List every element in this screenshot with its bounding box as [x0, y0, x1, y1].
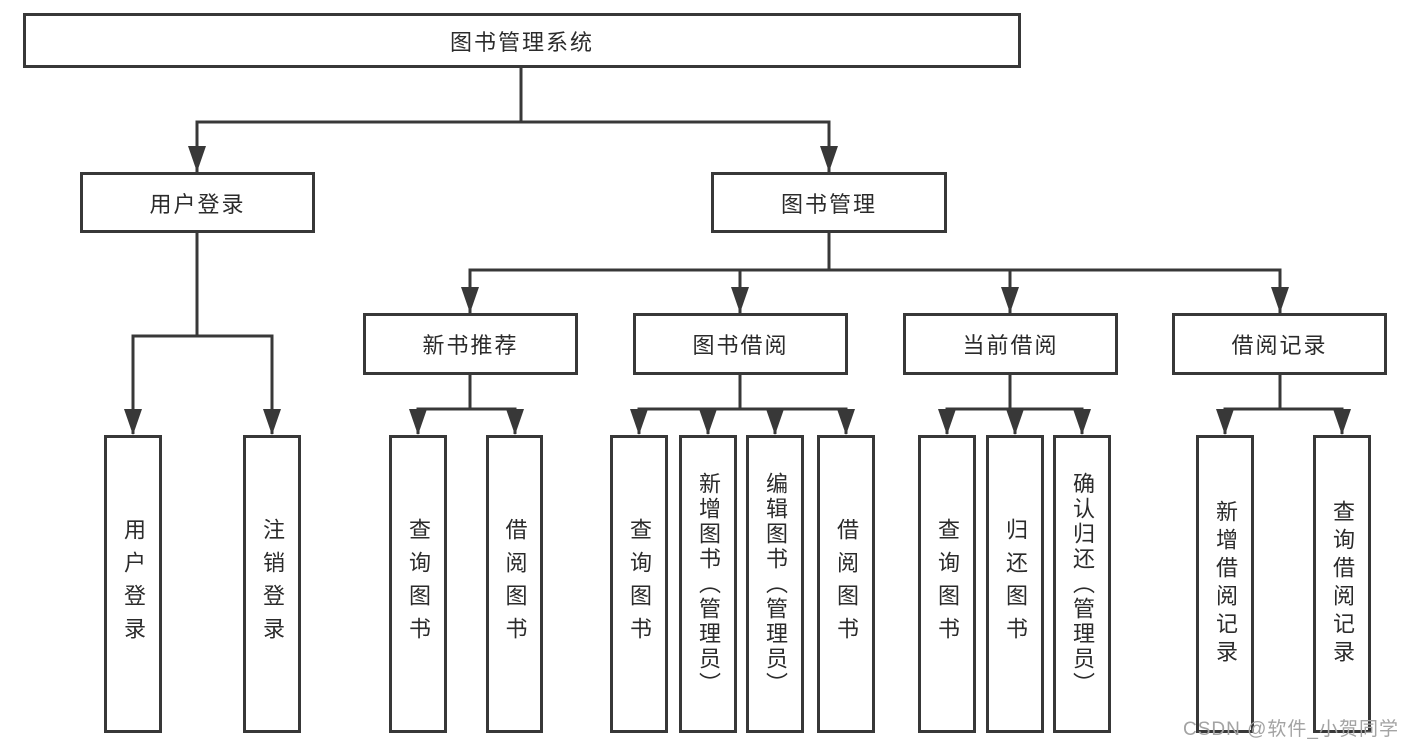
- arrowhead-icon: [630, 409, 648, 435]
- arrowhead-icon: [699, 409, 717, 435]
- arrowhead-icon: [188, 146, 206, 172]
- node-current-borrowing: 当前借阅: [903, 313, 1118, 375]
- node-new-book-recommend: 新书推荐: [363, 313, 578, 375]
- arrowhead-icon: [1073, 409, 1091, 435]
- arrowhead-icon: [409, 409, 427, 435]
- node-book-borrowing: 图书借阅: [633, 313, 848, 375]
- leaf-add-books-admin: 新增图书（管理员）: [679, 435, 737, 733]
- arrowhead-icon: [1271, 287, 1289, 313]
- leaf-user-login: 用户登录: [104, 435, 162, 733]
- arrowhead-icon: [766, 409, 784, 435]
- arrowhead-icon: [263, 409, 281, 435]
- leaf-query-books-recommend: 查询图书: [389, 435, 447, 733]
- leaf-borrow-books-recommend: 借阅图书: [486, 435, 543, 733]
- arrowheads: [124, 146, 1351, 435]
- arrowhead-icon: [1333, 409, 1351, 435]
- node-user-login: 用户登录: [80, 172, 315, 233]
- leaf-confirm-return-admin: 确认归还（管理员）: [1053, 435, 1111, 733]
- leaf-query-books-current: 查询图书: [918, 435, 976, 733]
- node-book-management: 图书管理: [711, 172, 947, 233]
- leaf-query-borrow-record: 查询借阅记录: [1313, 435, 1371, 733]
- arrowhead-icon: [506, 409, 524, 435]
- arrowhead-icon: [938, 409, 956, 435]
- leaf-return-books: 归还图书: [986, 435, 1044, 733]
- arrowhead-icon: [1001, 287, 1019, 313]
- leaf-logout: 注销登录: [243, 435, 301, 733]
- leaf-edit-books-admin: 编辑图书（管理员）: [746, 435, 804, 733]
- arrowhead-icon: [820, 146, 838, 172]
- arrowhead-icon: [731, 287, 749, 313]
- leaf-borrow-books: 借阅图书: [817, 435, 875, 733]
- arrowhead-icon: [461, 287, 479, 313]
- leaf-query-books-borrow: 查询图书: [610, 435, 668, 733]
- arrowhead-icon: [1216, 409, 1234, 435]
- arrowhead-icon: [124, 409, 142, 435]
- tree-connectors: [131, 68, 1344, 434]
- arrowhead-icon: [837, 409, 855, 435]
- arrowhead-icon: [1006, 409, 1024, 435]
- node-library-system-root: 图书管理系统: [23, 13, 1021, 68]
- node-borrowing-records: 借阅记录: [1172, 313, 1387, 375]
- leaf-add-borrow-record: 新增借阅记录: [1196, 435, 1254, 733]
- csdn-watermark: CSDN @软件_小贺同学: [1183, 719, 1399, 740]
